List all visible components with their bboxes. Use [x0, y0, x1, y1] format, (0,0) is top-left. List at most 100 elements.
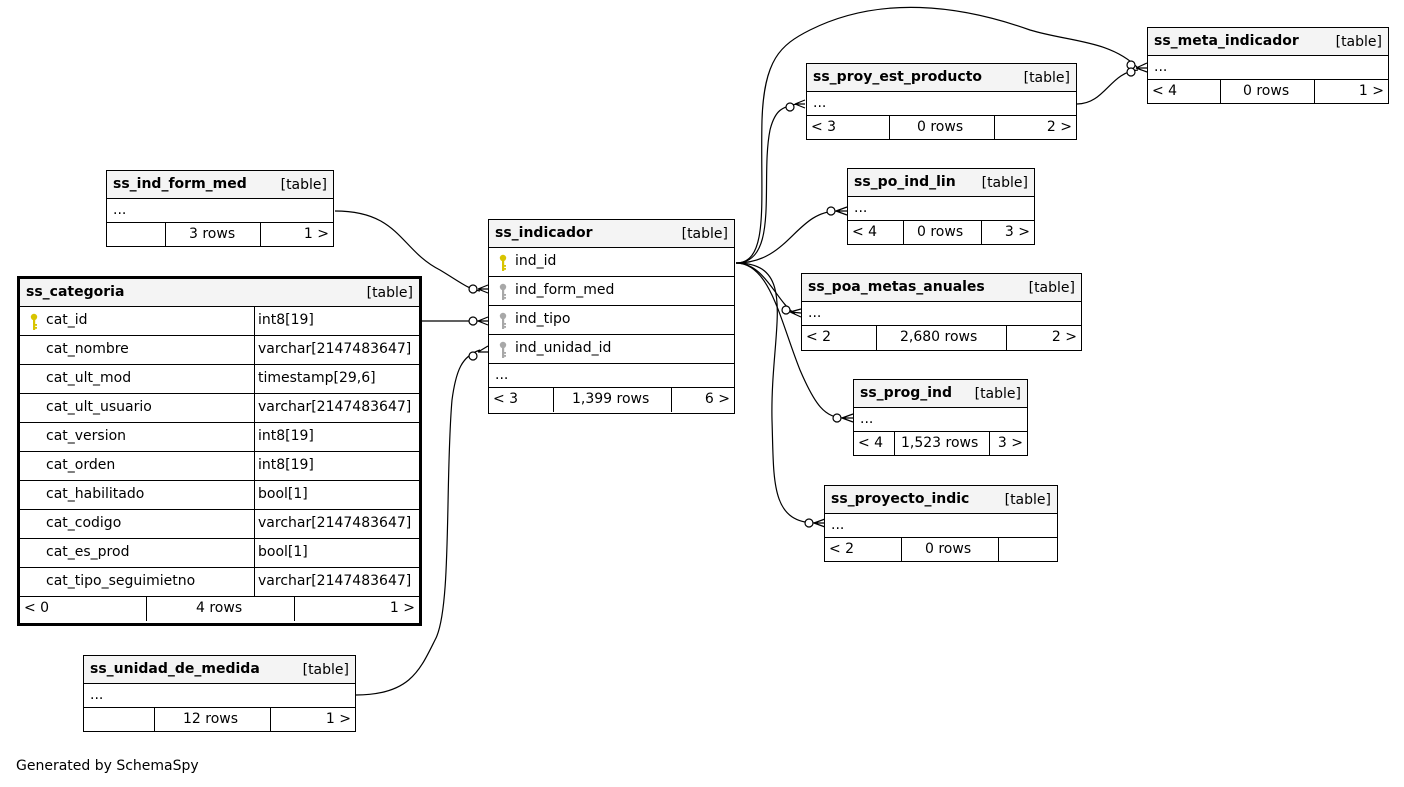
column-row[interactable]: ind_tipo: [489, 306, 734, 335]
column-row[interactable]: cat_ult_usuario varchar[2147483647]: [20, 394, 419, 423]
table-tag: [table]: [1023, 70, 1070, 86]
crows-foot: [477, 284, 489, 294]
table-header: ss_poa_metas_anuales [table]: [802, 274, 1081, 302]
children-count[interactable]: 1 >: [1358, 83, 1384, 99]
table-name: ss_meta_indicador: [1154, 33, 1299, 49]
table-ss-proyecto-indic[interactable]: ss_proyecto_indic [table] ... < 2 0 rows: [824, 485, 1058, 562]
edge-po-ind-lin: [735, 210, 839, 264]
children-count[interactable]: 3 >: [997, 435, 1023, 451]
edge-end-circle: [468, 284, 478, 294]
column-name: ind_tipo: [515, 311, 571, 327]
column-row[interactable]: cat_id int8[19]: [20, 307, 419, 336]
children-count[interactable]: 1 >: [389, 600, 415, 616]
children-count[interactable]: 6 >: [704, 391, 730, 407]
parents-count[interactable]: < 3: [493, 391, 519, 407]
column-name: cat_id: [46, 312, 88, 328]
table-ss-ind-form-med[interactable]: ss_ind_form_med [table] ... 3 rows 1 >: [106, 170, 334, 247]
parents-count[interactable]: < 4: [858, 435, 884, 451]
table-tag: [table]: [1335, 34, 1382, 50]
table-footer: < 0 4 rows 1 >: [20, 597, 419, 621]
column-row[interactable]: ind_unidad_id: [489, 335, 734, 364]
column-name: cat_orden: [46, 457, 116, 473]
more-columns: ...: [1148, 56, 1388, 80]
table-name: ss_ind_form_med: [113, 176, 247, 192]
crows-foot: [841, 413, 854, 423]
table-name: ss_proyecto_indic: [831, 491, 970, 507]
table-tag: [table]: [280, 177, 327, 193]
column-type: varchar[2147483647]: [258, 399, 412, 415]
crows-foot: [477, 316, 489, 326]
table-ss-prog-ind[interactable]: ss_prog_ind [table] ... < 4 1,523 rows 3…: [853, 379, 1028, 456]
table-tag: [table]: [1028, 280, 1075, 296]
table-tag: [table]: [974, 386, 1021, 402]
column-type: bool[1]: [258, 544, 308, 560]
more-columns: ...: [825, 514, 1057, 538]
column-name: cat_codigo: [46, 515, 122, 531]
column-type: int8[19]: [258, 428, 314, 444]
column-row[interactable]: cat_version int8[19]: [20, 423, 419, 452]
edge-unidad-medida: [355, 349, 481, 696]
edge-end-circle: [468, 351, 478, 361]
foreign-key-icon: [499, 283, 507, 300]
column-row[interactable]: ind_form_med: [489, 277, 734, 306]
edge-end-circle: [781, 305, 791, 315]
column-name: ind_id: [515, 253, 557, 269]
table-name: ss_categoria: [26, 284, 125, 300]
rows-count: 12 rows: [183, 711, 239, 727]
column-type: bool[1]: [258, 486, 308, 502]
column-name: cat_habilitado: [46, 486, 145, 502]
more-columns: ...: [848, 197, 1034, 221]
edge-ind-form-med: [334, 210, 481, 292]
children-count[interactable]: 1 >: [303, 226, 329, 242]
table-ss-categoria[interactable]: ss_categoria [table] cat_id int8[19] cat…: [17, 276, 422, 626]
column-type: int8[19]: [258, 312, 314, 328]
edge-end-circle: [804, 518, 814, 528]
parents-count[interactable]: < 4: [1152, 83, 1178, 99]
children-count[interactable]: 3 >: [1004, 224, 1030, 240]
table-name: ss_poa_metas_anuales: [808, 279, 985, 295]
column-name: cat_version: [46, 428, 127, 444]
column-row[interactable]: ind_id: [489, 248, 734, 277]
table-footer: 3 rows 1 >: [107, 223, 333, 247]
table-ss-proy-est-producto[interactable]: ss_proy_est_producto [table] ... < 3 0 r…: [806, 63, 1077, 140]
primary-key-icon: [30, 313, 38, 330]
children-count[interactable]: 2 >: [1046, 119, 1072, 135]
table-header: ss_prog_ind [table]: [854, 380, 1027, 408]
crows-foot: [835, 206, 848, 216]
edge-prog-ind: [735, 262, 845, 419]
table-name: ss_po_ind_lin: [854, 174, 956, 190]
column-row[interactable]: cat_tipo_seguimietno varchar[2147483647]: [20, 568, 419, 597]
children-count[interactable]: 2 >: [1051, 329, 1077, 345]
column-type: int8[19]: [258, 457, 314, 473]
table-tag: [table]: [681, 226, 728, 242]
parents-count[interactable]: < 0: [24, 600, 50, 616]
table-ss-poa-metas-anuales[interactable]: ss_poa_metas_anuales [table] ... < 2 2,6…: [801, 273, 1082, 351]
table-header: ss_unidad_de_medida [table]: [84, 656, 355, 684]
footer-credit: Generated by SchemaSpy: [16, 758, 199, 774]
parents-count[interactable]: < 2: [829, 541, 855, 557]
children-count[interactable]: 1 >: [325, 711, 351, 727]
table-ss-indicador[interactable]: ss_indicador [table] ind_id ind_form_med…: [488, 219, 735, 414]
table-ss-unidad-de-medida[interactable]: ss_unidad_de_medida [table] ... 12 rows …: [83, 655, 356, 732]
rows-count: 0 rows: [917, 119, 964, 135]
parents-count[interactable]: < 2: [806, 329, 832, 345]
parents-count[interactable]: < 4: [852, 224, 878, 240]
column-row[interactable]: cat_nombre varchar[2147483647]: [20, 336, 419, 365]
column-row[interactable]: cat_ult_mod timestamp[29,6]: [20, 365, 419, 394]
table-ss-meta-indicador[interactable]: ss_meta_indicador [table] ... < 4 0 rows…: [1147, 27, 1389, 104]
more-columns: ...: [802, 302, 1081, 326]
column-row[interactable]: cat_es_prod bool[1]: [20, 539, 419, 568]
column-row[interactable]: cat_codigo varchar[2147483647]: [20, 510, 419, 539]
table-tag: [table]: [302, 662, 349, 678]
table-header: ss_categoria [table]: [20, 279, 419, 307]
more-columns: ...: [489, 364, 734, 388]
column-row[interactable]: cat_orden int8[19]: [20, 452, 419, 481]
rows-count: 0 rows: [917, 224, 964, 240]
parents-count[interactable]: < 3: [811, 119, 837, 135]
table-name: ss_unidad_de_medida: [90, 661, 260, 677]
crows-foot: [1135, 62, 1148, 73]
table-ss-po-ind-lin[interactable]: ss_po_ind_lin [table] ... < 4 0 rows 3 >: [847, 168, 1035, 245]
table-footer: < 3 1,399 rows 6 >: [489, 388, 734, 412]
edge-end-circle: [785, 102, 795, 112]
column-row[interactable]: cat_habilitado bool[1]: [20, 481, 419, 510]
